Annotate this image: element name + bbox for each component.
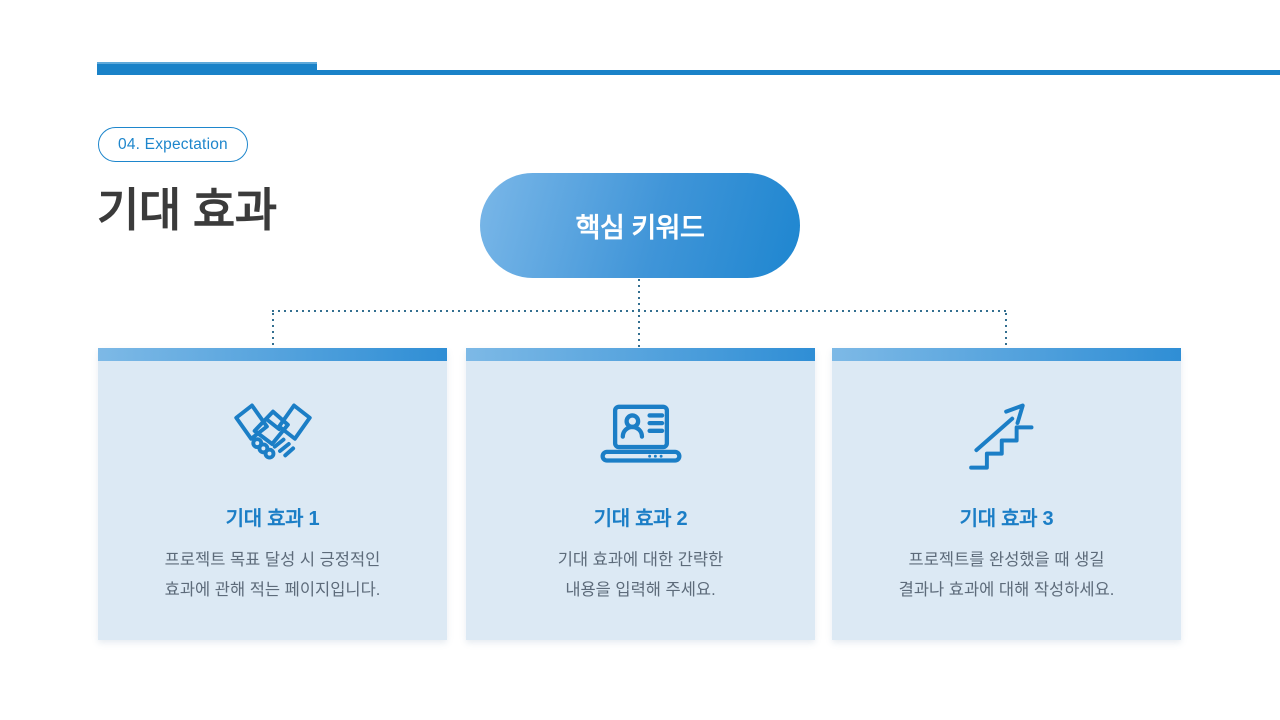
page-title: 기대 효과 [97, 184, 277, 236]
section-badge: 04. Expectation [98, 127, 248, 162]
connector-line-left [272, 313, 274, 348]
keyword-pill-label: 핵심 키워드 [575, 213, 705, 243]
expectation-card-1: 기대 효과 1 프로젝트 목표 달성 시 긍정적인 효과에 관해 적는 페이지입… [98, 348, 447, 640]
card-body: 기대 효과 2 기대 효과에 대한 간략한 내용을 입력해 주세요. [466, 361, 815, 640]
connector-line-center [638, 279, 640, 348]
card-top-bar [466, 348, 815, 361]
card-description: 프로젝트 목표 달성 시 긍정적인 효과에 관해 적는 페이지입니다. [164, 551, 381, 599]
card-title: 기대 효과 1 [225, 508, 320, 530]
card-title: 기대 효과 2 [593, 508, 688, 530]
growth-stairs-icon [965, 398, 1049, 476]
keyword-pill: 핵심 키워드 [480, 173, 800, 278]
connector-line-right [1005, 313, 1007, 348]
card-top-bar [98, 348, 447, 361]
section-badge-label: 04. Expectation [118, 135, 228, 153]
connector-line-horizontal [272, 310, 1008, 312]
top-accent-bar-thin [317, 70, 1280, 75]
card-body: 기대 효과 3 프로젝트를 완성했을 때 생길 결과나 효과에 대해 작성하세요… [832, 361, 1181, 640]
card-description: 프로젝트를 완성했을 때 생길 결과나 효과에 대해 작성하세요. [898, 551, 1115, 599]
expectation-card-2: 기대 효과 2 기대 효과에 대한 간략한 내용을 입력해 주세요. [466, 348, 815, 640]
expectation-card-3: 기대 효과 3 프로젝트를 완성했을 때 생길 결과나 효과에 대해 작성하세요… [832, 348, 1181, 640]
card-title: 기대 효과 3 [959, 508, 1054, 530]
card-description: 기대 효과에 대한 간략한 내용을 입력해 주세요. [557, 551, 724, 599]
handshake-icon [231, 398, 315, 476]
laptop-profile-icon [595, 398, 687, 476]
card-body: 기대 효과 1 프로젝트 목표 달성 시 긍정적인 효과에 관해 적는 페이지입… [98, 361, 447, 640]
card-top-bar [832, 348, 1181, 361]
top-accent-bar-thick [97, 62, 317, 75]
